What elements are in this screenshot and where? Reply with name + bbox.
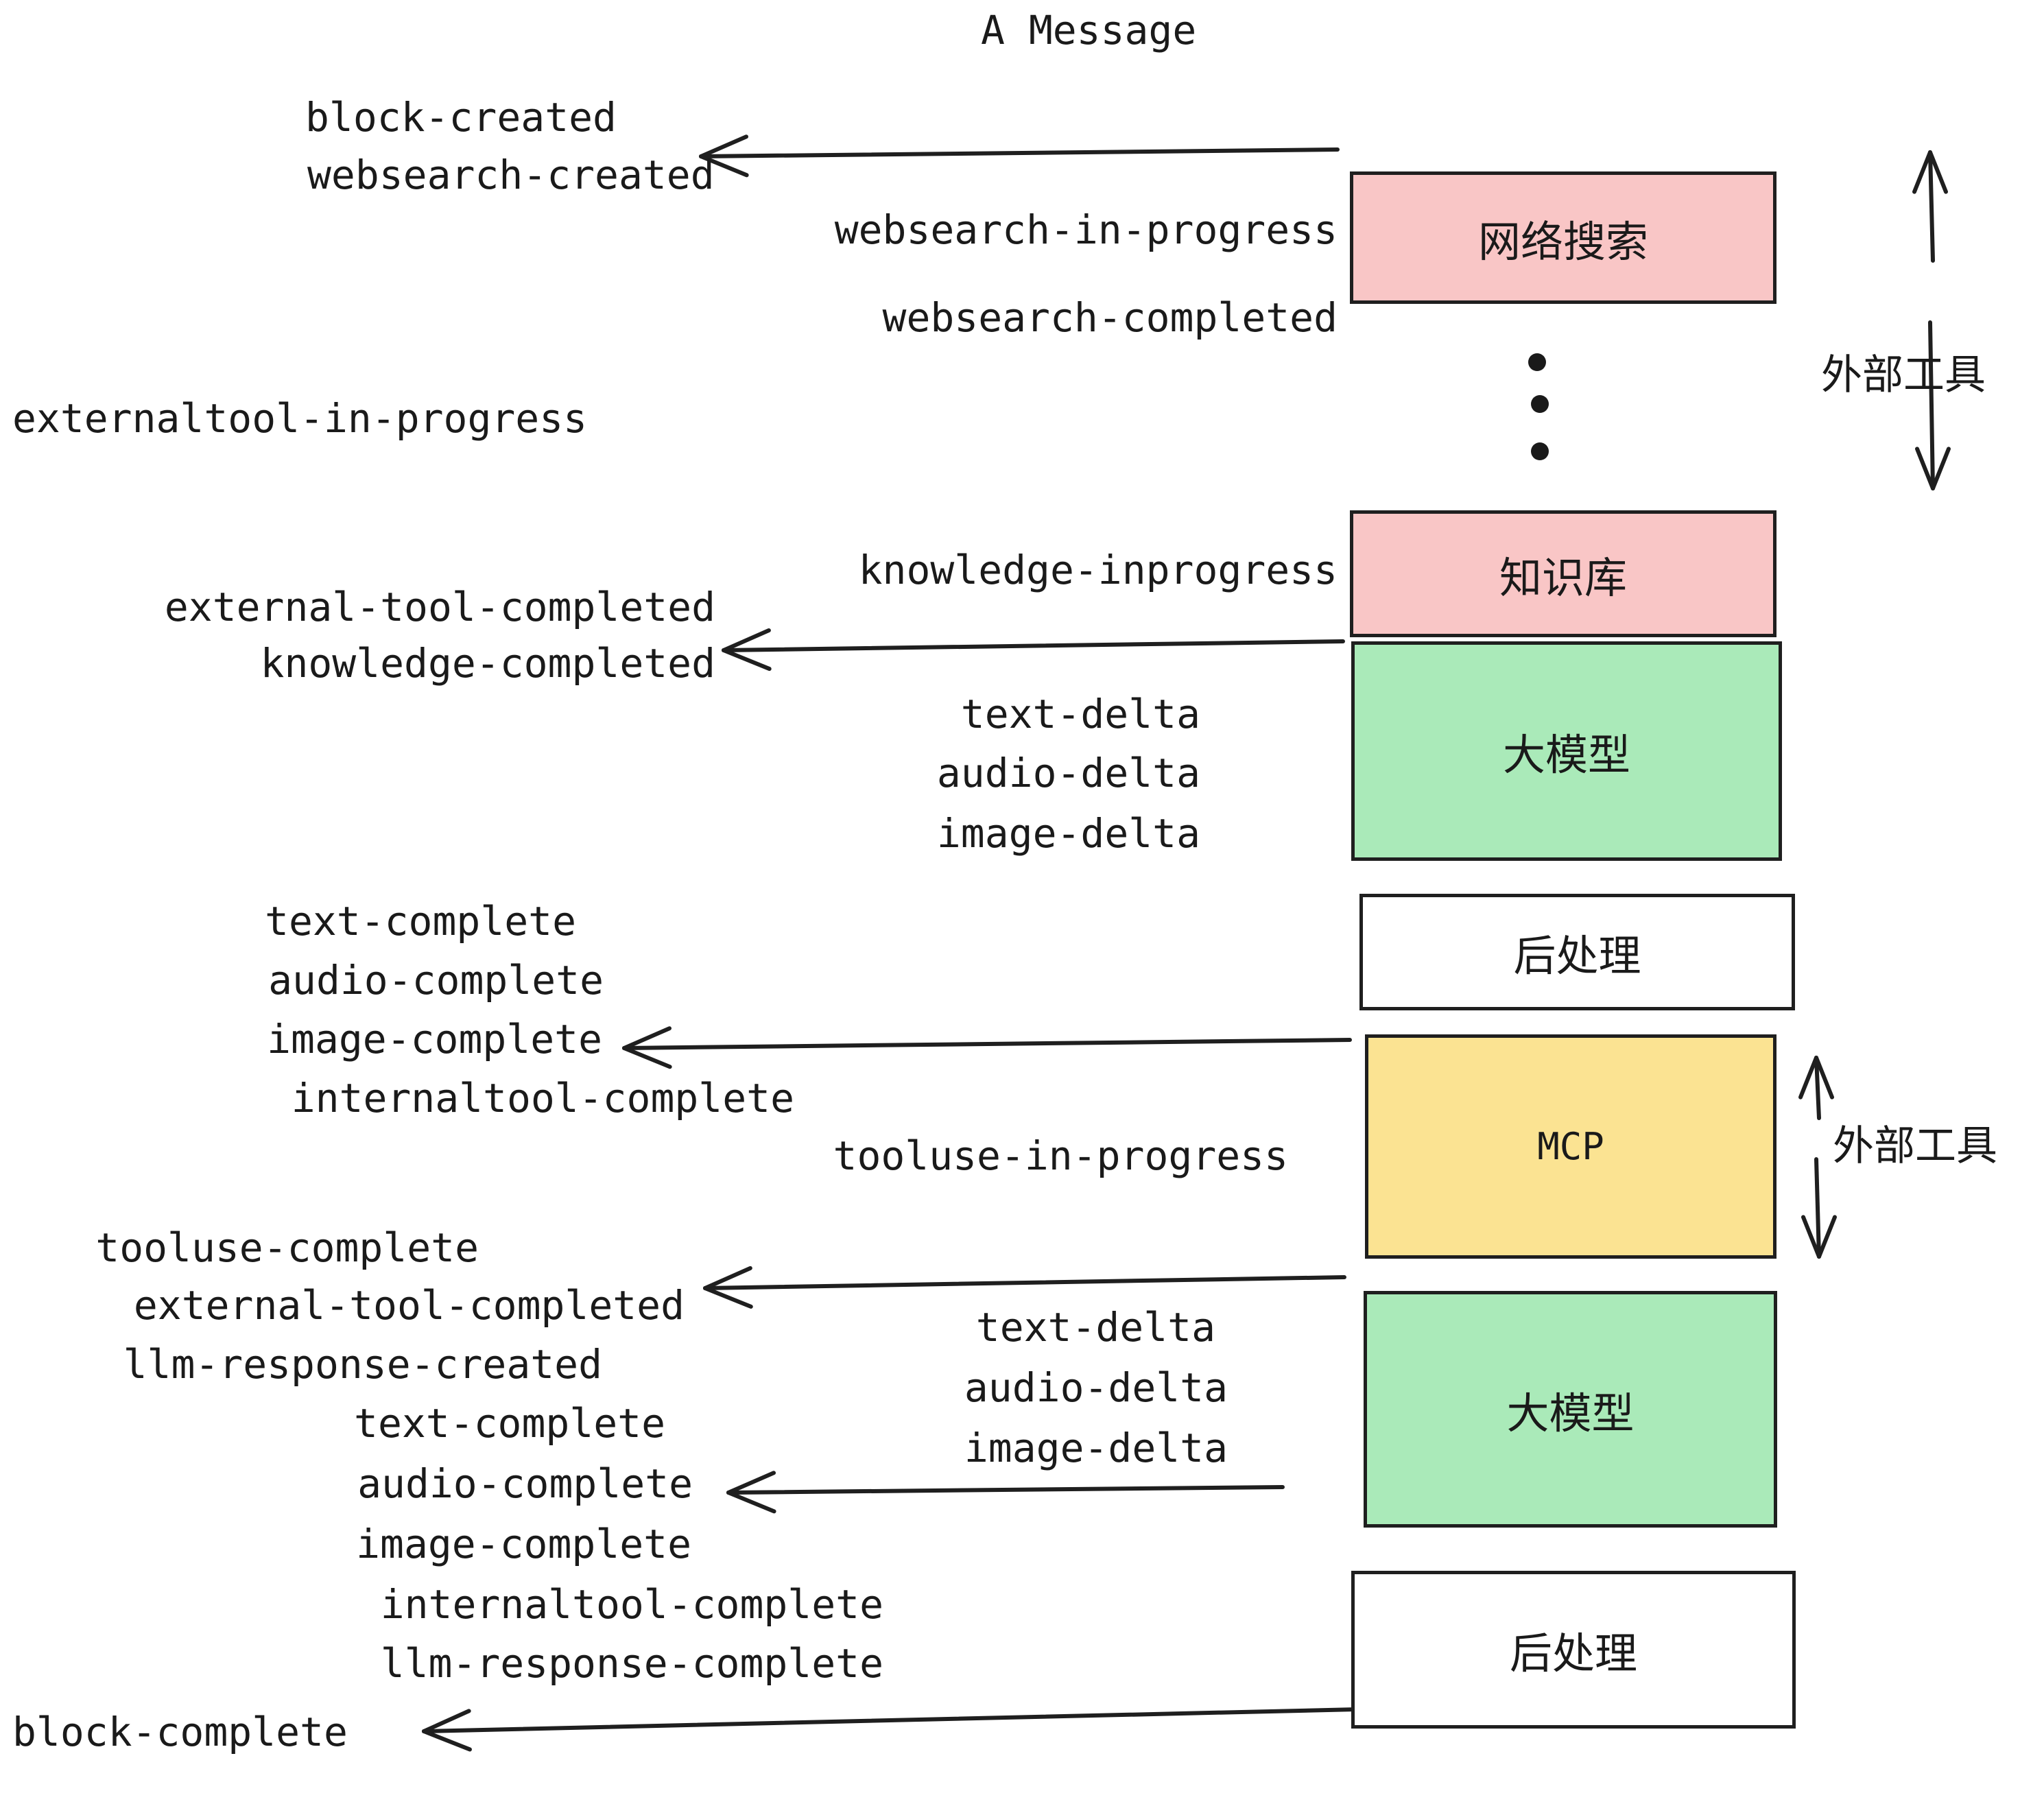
event-label: websearch-created — [307, 152, 715, 198]
event-label: websearch-completed — [882, 294, 1338, 341]
event-label: audio-delta — [936, 750, 1200, 796]
event-label: llm-response-created — [123, 1341, 602, 1388]
node-box-label-knowledge: 知识库 — [1499, 552, 1627, 603]
event-label: tooluse-in-progress — [833, 1132, 1288, 1179]
event-label: audio-complete — [268, 957, 604, 1004]
arrow-to-audio-complete — [726, 1471, 1285, 1514]
event-label: websearch-in-progress — [834, 206, 1338, 253]
arrow-to-block-created — [699, 134, 1340, 178]
node-box-label-mcp: MCP — [1537, 1125, 1604, 1168]
event-label: block-created — [305, 94, 617, 141]
bidirectional-arrow-external-tool-upper — [1912, 150, 1951, 490]
event-label: llm-response-complete — [380, 1640, 883, 1687]
event-label: internaltool-complete — [380, 1581, 883, 1628]
event-label: text-complete — [354, 1400, 665, 1447]
event-label: external-tool-completed — [133, 1282, 685, 1329]
event-label: image-delta — [936, 810, 1200, 857]
node-box-label-llm-lower: 大模型 — [1506, 1388, 1635, 1438]
event-label: knowledge-completed — [260, 640, 715, 687]
arrow-to-block-complete — [422, 1707, 1359, 1752]
node-box-llm-lower: 大模型 — [1364, 1291, 1777, 1528]
ellipsis-dot — [1531, 395, 1549, 413]
node-box-label-llm-upper: 大模型 — [1502, 730, 1630, 780]
external-tool-label: 外部工具 — [1821, 351, 1986, 399]
arrow-to-knowledge-completed — [722, 628, 1345, 672]
event-label: externaltool-in-progress — [12, 395, 588, 442]
event-label: text-complete — [265, 898, 576, 945]
node-box-llm-upper: 大模型 — [1351, 641, 1782, 861]
node-box-label-websearch: 网络搜索 — [1477, 216, 1648, 267]
event-label: audio-complete — [357, 1460, 693, 1507]
event-label: audio-delta — [964, 1364, 1228, 1411]
arrow-to-tooluse-complete — [703, 1266, 1346, 1309]
ellipsis-dot — [1528, 353, 1546, 371]
node-box-label-postprocess-lower: 后处理 — [1509, 1628, 1637, 1678]
event-label: knowledge-inprogress — [858, 547, 1338, 593]
event-label: tooluse-complete — [95, 1224, 479, 1271]
arrow-to-image-complete — [622, 1026, 1352, 1069]
node-box-postprocess-lower: 后处理 — [1351, 1571, 1796, 1729]
event-label: internaltool-complete — [291, 1075, 794, 1121]
ellipsis-dot — [1531, 442, 1549, 460]
event-label: image-complete — [356, 1521, 691, 1567]
event-label: text-delta — [960, 691, 1200, 737]
node-box-label-postprocess-upper: 后处理 — [1513, 931, 1641, 981]
node-box-websearch: 网络搜索 — [1350, 171, 1776, 304]
event-label: image-delta — [964, 1425, 1228, 1471]
bidirectional-arrow-external-tool-lower — [1798, 1056, 1837, 1259]
node-box-knowledge: 知识库 — [1350, 510, 1776, 637]
event-label: external-tool-completed — [164, 584, 715, 630]
node-box-postprocess-upper: 后处理 — [1359, 894, 1795, 1010]
external-tool-label: 外部工具 — [1833, 1122, 1997, 1170]
node-box-mcp: MCP — [1365, 1034, 1776, 1259]
event-label: block-complete — [12, 1709, 348, 1755]
event-label: text-delta — [975, 1304, 1215, 1351]
event-label: image-complete — [267, 1016, 602, 1063]
page-title: A Message — [981, 7, 1197, 54]
